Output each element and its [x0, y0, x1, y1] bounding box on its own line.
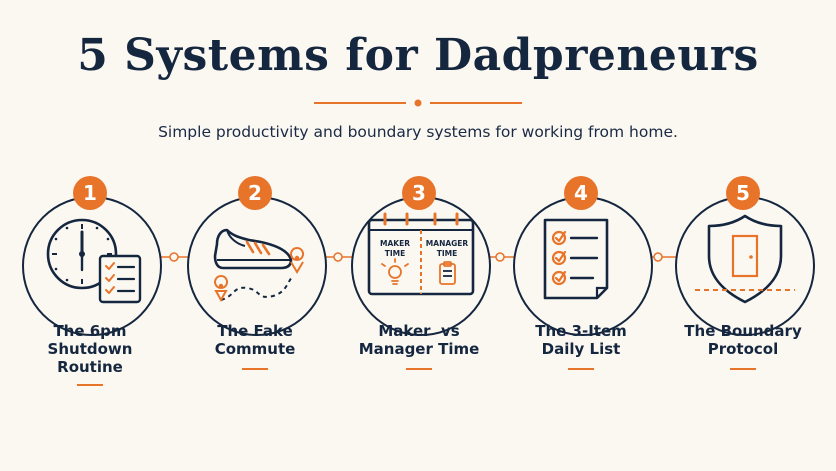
step-label: The Fake Commute — [214, 322, 296, 358]
step-label: Maker vs Manager Time — [358, 322, 480, 358]
clipboard-icon — [439, 261, 456, 285]
step-1: 1 The 6pm Shutdown — [20, 170, 170, 410]
page-title: 5 Systems for Dadpreneurs — [77, 30, 759, 81]
lightbulb-icon — [381, 258, 409, 285]
page-subtitle: Simple productivity and boundary systems… — [158, 123, 678, 141]
step-label: The 6pm Shutdown Routine — [47, 322, 133, 376]
step-label: The 3-Item Daily List — [535, 322, 627, 358]
step-number-badge: 3 — [402, 176, 436, 210]
step-number-badge: 1 — [73, 176, 107, 210]
step-4: 4 The 3-Item Daily List — [511, 170, 661, 410]
checklist-document-icon — [543, 218, 609, 300]
manager-label: MANAGER — [426, 239, 469, 248]
step-5: 5 The Boundary Protocol — [673, 170, 823, 410]
label-underline — [568, 368, 594, 370]
connector-1-2 — [156, 252, 192, 262]
title-divider — [314, 99, 522, 107]
label-underline — [77, 384, 103, 386]
maker-time-label: TIME — [385, 249, 406, 258]
clock-checklist-icon — [46, 218, 142, 304]
calendar-split-icon: MAKER TIME MANAGER TIME — [367, 212, 475, 296]
step-number-badge: 5 — [726, 176, 760, 210]
maker-label: MAKER — [380, 239, 410, 248]
sneaker-path-icon — [213, 228, 305, 303]
step-label: The Boundary Protocol — [684, 322, 802, 358]
label-underline — [406, 368, 432, 370]
step-number-badge: 4 — [564, 176, 598, 210]
step-2: 2 The Fake Commute — [185, 170, 335, 410]
label-underline — [730, 368, 756, 370]
manager-time-label: TIME — [437, 249, 458, 258]
shield-door-icon — [695, 214, 795, 304]
step-number-badge: 2 — [238, 176, 272, 210]
step-3: 3 MAKER TIME MANAGER TIME — [349, 170, 499, 410]
label-underline — [242, 368, 268, 370]
